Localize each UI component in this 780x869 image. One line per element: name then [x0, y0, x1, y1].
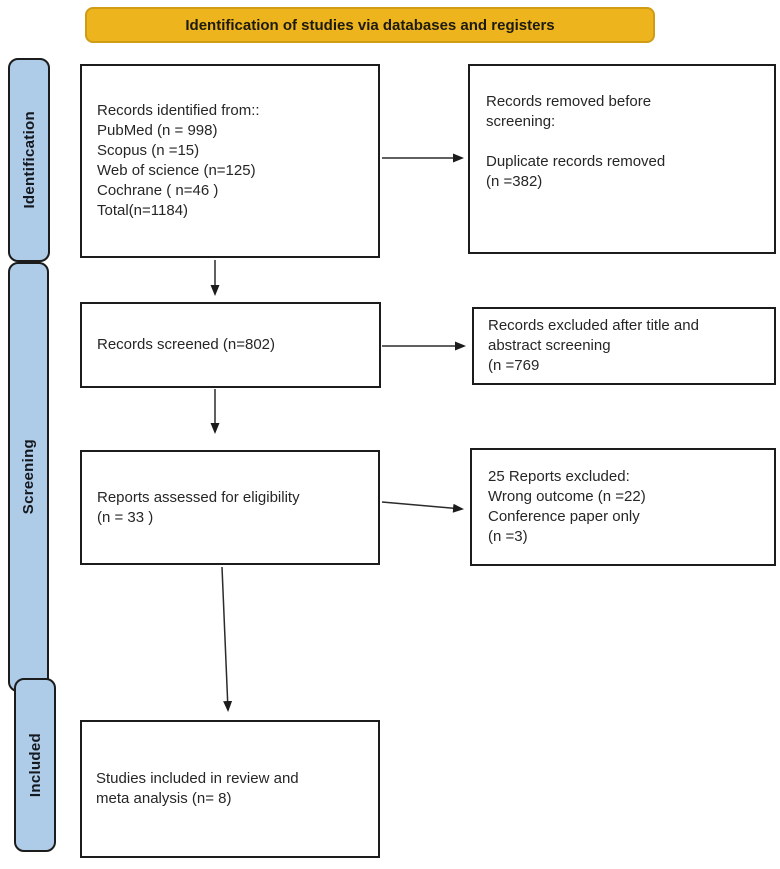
box-records-removed: Records removed before screening: Duplic… — [468, 64, 776, 254]
banner-title-text: Identification of studies via databases … — [185, 16, 555, 34]
stage-label-screening: Screening — [8, 262, 49, 692]
box-records-identified-text: Records identified from:: PubMed (n = 99… — [97, 102, 260, 219]
box-records-removed-text: Records removed before screening: Duplic… — [486, 93, 666, 190]
box-reports-excluded-text: 25 Reports excluded: Wrong outcome (n =2… — [488, 468, 646, 545]
box-records-excluded: Records excluded after title and abstrac… — [472, 307, 776, 385]
stage-label-included: Included — [14, 678, 56, 852]
stage-label-identification: Identification — [8, 58, 50, 262]
box-records-identified: Records identified from:: PubMed (n = 99… — [80, 64, 380, 258]
box-reports-assessed: Reports assessed for eligibility (n = 33… — [80, 450, 380, 565]
stage-label-included-text: Included — [26, 732, 44, 798]
box-studies-included: Studies included in review and meta anal… — [80, 720, 380, 858]
box-records-screened-text: Records screened (n=802) — [97, 336, 276, 353]
box-studies-included-text: Studies included in review and meta anal… — [96, 770, 299, 807]
box-records-screened: Records screened (n=802) — [80, 302, 381, 388]
stage-label-identification-text: Identification — [20, 111, 38, 209]
box-reports-assessed-text: Reports assessed for eligibility (n = 33… — [97, 488, 300, 526]
arrow-right-icon-assessed-to-reports-excluded — [381, 501, 464, 513]
arrow-down-icon-assessed-to-included — [221, 566, 233, 712]
box-records-excluded-text: Records excluded after title and abstrac… — [488, 317, 699, 374]
box-reports-excluded: 25 Reports excluded: Wrong outcome (n =2… — [470, 448, 776, 566]
stage-label-screening-text: Screening — [20, 439, 37, 515]
banner-title: Identification of studies via databases … — [85, 7, 655, 43]
